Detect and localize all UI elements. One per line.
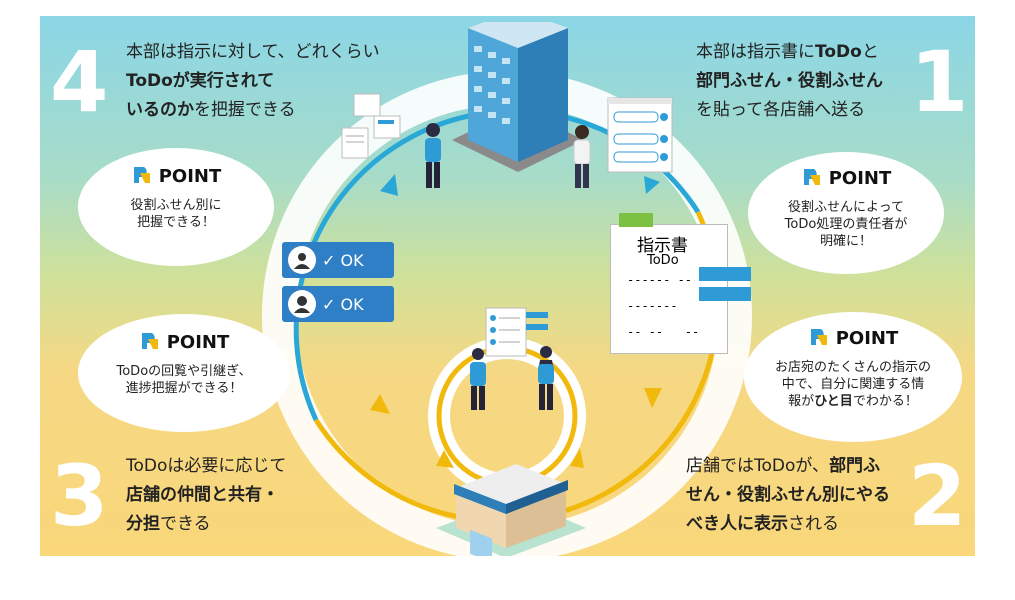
message-window-icon [607, 97, 673, 173]
step-number-1: 1 [910, 33, 969, 131]
instruction-document: 指示書 ToDo ------ -- ------- -- -- -- [610, 213, 751, 354]
headquarters-building-icon [452, 22, 584, 172]
step-2-text: 店舗ではToDoが、部門ふ せん・役割ふせん別にやる べき人に表示される [686, 456, 890, 534]
point-logo-icon [139, 330, 161, 355]
point-bubble-bottom-right: POINT お店宛のたくさんの指示の 中で、自分に関連する情 報がひと目でわかる… [744, 312, 962, 442]
sticky-green [619, 213, 653, 227]
point-text: 把握できる！ [137, 215, 215, 230]
point-text: 報がひと目でわかる！ [788, 394, 918, 409]
sticky-blue [699, 267, 751, 281]
point-logo-icon [801, 166, 823, 191]
point-logo-icon [131, 164, 153, 189]
step-1-text: 本部は指示書にToDoと 部門ふせん・役割ふせん を貼って各店舗へ送る [696, 42, 883, 120]
point-label: POINT [158, 166, 222, 187]
ok-tag-female: ✓ OK [282, 286, 394, 322]
point-text: ToDo処理の責任者が [784, 217, 908, 232]
ok-label: ✓ OK [322, 250, 364, 270]
step-4-text: 本部は指示に対して、どれくらい ToDoが実行されて いるのかを把握できる [126, 42, 380, 120]
doc-subtitle: ToDo [647, 253, 679, 268]
collaboration-icon [470, 307, 554, 410]
store-building-icon [436, 464, 586, 556]
arrow-icon [570, 448, 584, 468]
arrow-icon [370, 394, 390, 414]
point-text: 役割ふせんによって [788, 200, 904, 215]
diagram-canvas: ✓ OK ✓ OK 指示書 ToDo ------ -- ------- -- … [40, 16, 975, 556]
staff-person-icon [425, 123, 441, 188]
doc-title: 指示書 [637, 236, 688, 256]
ok-tag-male: ✓ OK [282, 242, 394, 278]
user-avatar-icon [288, 290, 316, 318]
point-text: ToDoの回覧や引継ぎ、 [116, 364, 252, 379]
point-text: 中で、自分に関連する情 [781, 377, 925, 392]
sticky-blue [699, 287, 751, 301]
point-bubble-top-right: POINT 役割ふせんによって ToDo処理の責任者が 明確に！ [748, 152, 944, 274]
arrow-icon [436, 450, 454, 468]
arrow-icon [380, 174, 398, 196]
step-number-2: 2 [908, 447, 967, 545]
point-label: POINT [828, 168, 892, 189]
staff-person-icon [573, 125, 591, 188]
point-label: POINT [166, 332, 230, 353]
point-bubble-bottom-left: POINT ToDoの回覧や引継ぎ、 進捗把握ができる！ [78, 314, 290, 432]
step-number-3: 3 [50, 447, 109, 545]
point-bubble-top-left: POINT 役割ふせん別に 把握できる！ [78, 148, 274, 266]
point-label: POINT [835, 328, 899, 349]
arrow-icon [644, 176, 660, 194]
step-3-text: ToDoは必要に応じて 店舗の仲間と共有・ 分担できる [126, 456, 287, 534]
user-avatar-icon [288, 246, 316, 274]
point-logo-icon [808, 326, 830, 351]
point-text: 進捗把握ができる！ [125, 381, 243, 396]
arrow-icon [644, 388, 662, 408]
doc-line: ------- [627, 299, 678, 313]
point-text: 明確に！ [819, 234, 872, 249]
documents-icon [341, 93, 401, 159]
point-text: 役割ふせん別に [130, 198, 222, 213]
step-number-4: 4 [50, 33, 109, 131]
doc-line: ------ -- [627, 273, 693, 287]
point-text: お店宛のたくさんの指示の [774, 360, 931, 375]
ok-label: ✓ OK [322, 294, 364, 314]
doc-line: -- -- -- [627, 325, 700, 339]
